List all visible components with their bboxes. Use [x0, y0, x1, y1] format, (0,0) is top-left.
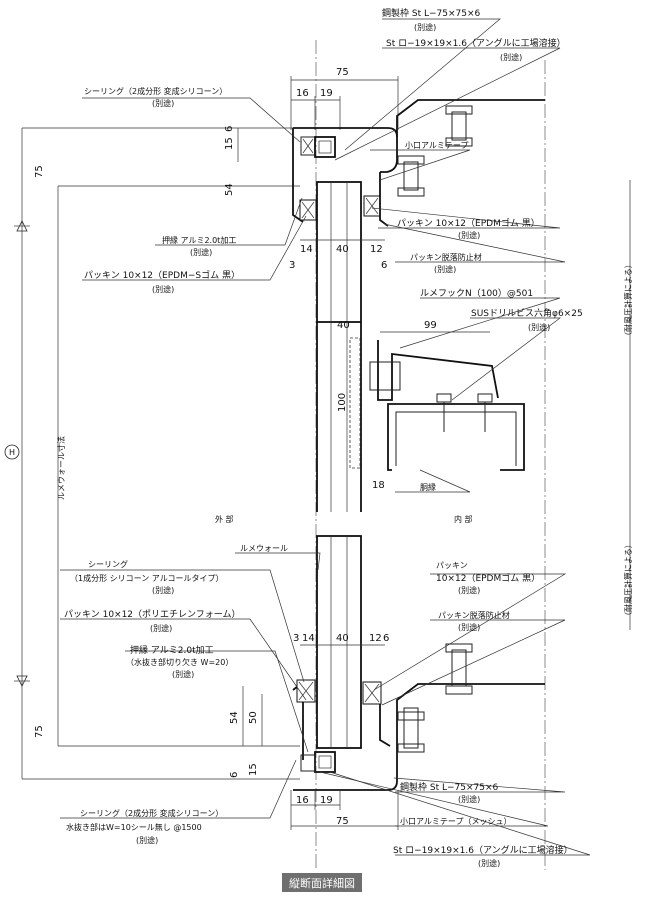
wind-calc-label-1: （耐風圧計算による）: [623, 260, 633, 340]
label-drain-cut: （水抜き部切り欠き W=20）: [126, 657, 233, 667]
label-packing-bottom-1: パッキン: [436, 561, 468, 570]
lumefook-hook: [377, 340, 499, 401]
dim-50: 50: [248, 711, 259, 724]
label-betsuto-2: (別途): [500, 52, 522, 62]
label-packing-poly: パッキン 10×12（ポリエチレンフォーム）: [64, 609, 241, 620]
lume-panel-top: [316, 181, 362, 323]
dim-3-bottom: 3: [293, 633, 299, 644]
interior-label: 内 部: [454, 514, 473, 524]
label-press-edge-bottom: 押縁 アルミ2.0t加工: [130, 644, 214, 656]
label-packing-epdm-s: パッキン 10×12（EPDM−Sゴム 黒）: [84, 269, 240, 281]
dim-19-bottom: 19: [320, 795, 333, 806]
label-betsuto-11: (別途): [150, 623, 172, 633]
dim-54-top: 54: [224, 183, 235, 196]
st-square-top: [314, 136, 336, 158]
label-betsuto-6: (別途): [434, 264, 456, 274]
label-betsuto-16: (別途): [478, 858, 500, 868]
label-packing-epdm-top: パッキン 10×12（EPDMゴム 黒）: [397, 217, 540, 229]
label-betsuto-9: (別途): [152, 585, 174, 595]
dim-40-mid: 40: [337, 320, 350, 331]
dim-100: 100: [337, 393, 348, 412]
label-st-square-bottom: St ロ−19×19×1.6（アングルに工場溶接）: [393, 844, 573, 856]
dim-40-bottom: 40: [336, 633, 349, 644]
label-steel-frame-bottom: 鋼製枠 St L−75×75×6: [400, 781, 499, 793]
dim-6-top-right: 6: [381, 260, 387, 271]
dim-6-top: 6: [224, 126, 235, 132]
label-packing-fall-top: パッキン脱落防止材: [410, 252, 482, 262]
bolt-bottom: [397, 643, 473, 753]
middle-detail: 40 100 18 99 外 部 内 部 （耐風圧計算による） （耐風圧計算によ…: [215, 260, 633, 620]
label-betsuto-7: (別途): [152, 284, 174, 294]
h-mark-text: H: [9, 448, 15, 457]
dim-40-top: 40: [336, 244, 349, 255]
label-betsuto-13: (別途): [172, 669, 194, 679]
lume-wall-dimension-label: ルメウォール寸法: [56, 436, 66, 500]
dim-75-bottom: 75: [336, 816, 349, 827]
dim-18: 18: [372, 480, 385, 491]
dim-75-top-left: 75: [34, 165, 45, 178]
label-body-edge: 胴縁: [420, 482, 436, 492]
annotations: 鋼製枠 St L−75×75×6 (別途) St ロ−19×19×1.6（アング…: [64, 7, 583, 868]
label-packing-fall-bottom: パッキン脱落防止材: [438, 610, 510, 620]
leader-lines: [60, 18, 591, 856]
label-lumefook: ルメフックN（100）@501: [420, 288, 533, 299]
label-betsuto-14: (別途): [458, 794, 480, 804]
dim-16-top: 16: [296, 88, 309, 99]
label-betsuto-15: (別途): [136, 835, 158, 845]
label-press-edge-top: 押縁 アルミ2.0t加工: [162, 235, 236, 245]
dim-19-top: 19: [320, 88, 333, 99]
exterior-label: 外 部: [215, 514, 234, 524]
dim-15-top: 15: [224, 137, 235, 150]
label-betsuto-1: (別途): [414, 22, 436, 32]
dim-75-bottom-left: 75: [34, 725, 45, 738]
label-sealing-top: シーリング（2成分形 変成シリコーン）: [84, 86, 227, 96]
label-drain-note: 水抜き部はW=10シール無し @1500: [66, 822, 202, 832]
lume-panel-bottom: [316, 535, 362, 749]
label-betsuto-5: (別途): [190, 247, 212, 257]
label-packing-bottom-2: 10×12（EPDMゴム 黒）: [436, 572, 540, 584]
steel-angle-top: [293, 127, 398, 173]
label-st-square-top: St ロ−19×19×1.6（アングルに工場溶接）: [386, 37, 566, 49]
reference-lines: [22, 40, 631, 870]
title-block: 縦断面詳細図: [282, 873, 362, 892]
label-sealing-bottom-1: シーリング: [88, 559, 128, 569]
dim-15-bottom: 15: [248, 763, 259, 776]
dim-54-bottom: 54: [229, 711, 240, 724]
label-steel-frame-top: 鋼製枠 St L−75×75×6: [382, 7, 481, 19]
dim-99: 99: [424, 320, 437, 331]
drawing-title: 縦断面詳細図: [289, 876, 355, 890]
label-sus-screw: SUSドリルビス六角φ6×25: [471, 307, 583, 319]
label-betsuto-12: (別途): [458, 622, 480, 632]
label-betsuto-3: (別途): [152, 98, 174, 108]
label-sealing-bottom-2: （1成分形 シリコーン アルコールタイプ）: [70, 573, 224, 583]
dim-75-top: 75: [336, 67, 349, 78]
title-background: [282, 873, 362, 892]
label-lume-wall: ルメウォール: [240, 544, 288, 553]
dim-12-bottom: 12: [369, 633, 382, 644]
dim-12-top: 12: [370, 244, 383, 255]
dim-16-bottom: 16: [296, 795, 309, 806]
label-betsuto-4: (別途): [458, 230, 480, 240]
body-edge-channel: [387, 403, 525, 471]
label-small-alum-tape-mesh: 小口アルミテープ（メッシュ）: [400, 817, 511, 826]
label-small-alum-tape-top: 小口アルミテープ: [405, 141, 468, 150]
st-square-bottom: [314, 751, 336, 773]
label-sealing-bottom-3: シーリング（2成分形 変成シリコーン）: [80, 808, 223, 818]
label-betsuto-8: (別途): [528, 322, 550, 332]
dim-3-top: 3: [289, 260, 295, 271]
left-dimension-chain: H 75 75 ルメウォール寸法: [4, 128, 66, 779]
h-circle-mark: [4, 444, 20, 460]
label-betsuto-10: (別途): [458, 585, 480, 595]
dim-14-bottom: 14: [302, 633, 315, 644]
dim-6-bottom-right: 6: [383, 633, 389, 644]
sus-screws: [436, 393, 493, 432]
bottom-detail: 3 14 40 12 6 54 50 6 15 16 19 75: [229, 535, 545, 830]
bolt-top: [397, 105, 473, 197]
top-detail: 75 16 19 15 6 54: [224, 67, 545, 323]
steel-angle-bottom: [293, 683, 545, 791]
dim-14-top: 14: [300, 244, 313, 255]
dim-6-bottom: 6: [229, 772, 240, 778]
wind-calc-label-2: （耐風圧計算による）: [623, 540, 633, 620]
